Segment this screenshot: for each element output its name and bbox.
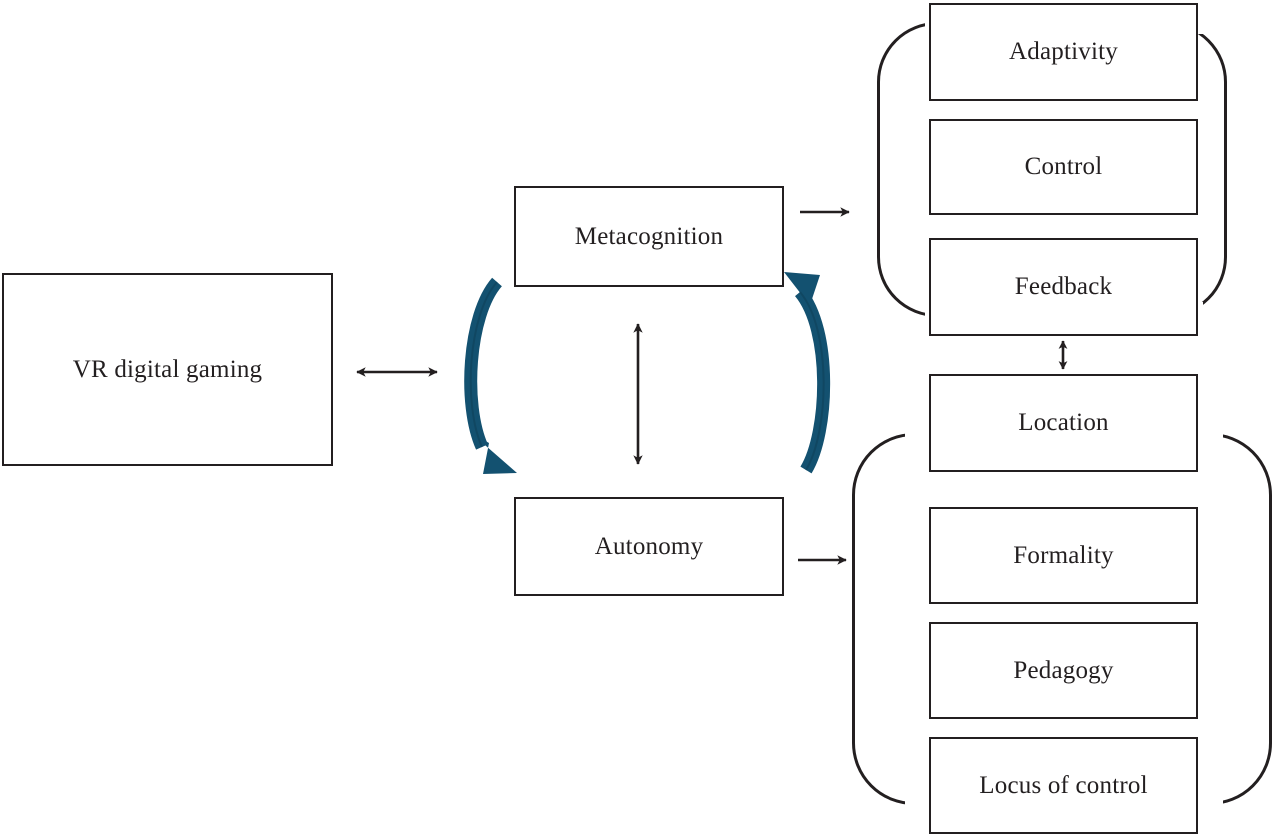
- node-metacognition-label: Metacognition: [574, 222, 724, 250]
- node-pedagogy[interactable]: Pedagogy: [929, 622, 1198, 719]
- node-locus-of-control-label: Locus of control: [979, 771, 1148, 799]
- node-location-label: Location: [1018, 409, 1109, 437]
- node-control-label: Control: [1024, 153, 1103, 181]
- node-vr-digital-gaming[interactable]: VR digital gaming: [2, 273, 333, 466]
- cycle-arrow-left: [464, 277, 517, 474]
- node-locus-of-control[interactable]: Locus of control: [929, 737, 1198, 834]
- node-pedagogy-label: Pedagogy: [1013, 656, 1114, 684]
- node-autonomy-label: Autonomy: [594, 532, 704, 560]
- node-location[interactable]: Location: [929, 374, 1198, 472]
- node-feedback[interactable]: Feedback: [929, 238, 1198, 336]
- cycle-arrow-right: [784, 272, 831, 474]
- node-autonomy[interactable]: Autonomy: [514, 497, 784, 596]
- node-formality-label: Formality: [1013, 541, 1114, 569]
- node-metacognition[interactable]: Metacognition: [514, 186, 784, 287]
- node-adaptivity[interactable]: Adaptivity: [929, 3, 1198, 101]
- node-adaptivity-label: Adaptivity: [1009, 38, 1118, 66]
- node-control[interactable]: Control: [929, 119, 1198, 215]
- node-feedback-label: Feedback: [1014, 273, 1113, 301]
- node-formality[interactable]: Formality: [929, 507, 1198, 604]
- node-vr-digital-gaming-label: VR digital gaming: [72, 355, 263, 383]
